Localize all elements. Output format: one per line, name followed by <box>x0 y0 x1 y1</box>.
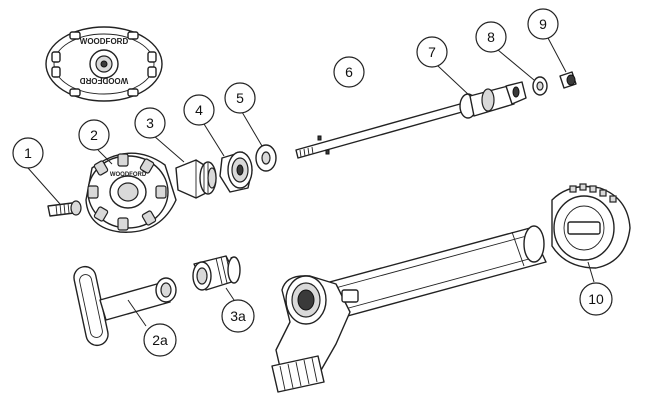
callout-4: 4 <box>183 94 215 126</box>
callout-6: 6 <box>333 56 365 88</box>
callout-5: 5 <box>224 82 256 114</box>
callout-4-label: 4 <box>195 102 203 118</box>
callout-1: 1 <box>12 137 44 169</box>
callout-2a: 2a <box>143 323 177 357</box>
callout-5-label: 5 <box>236 90 244 106</box>
part-1-screw <box>47 200 82 217</box>
callout-9: 9 <box>527 8 559 40</box>
leader-lines <box>27 37 595 327</box>
callout-8: 8 <box>475 21 507 53</box>
callout-10: 10 <box>579 282 613 316</box>
part-hydrant-body <box>271 225 547 393</box>
callout-8-label: 8 <box>487 29 495 45</box>
callout-3a: 3a <box>221 299 255 333</box>
callout-7-label: 7 <box>428 44 436 60</box>
callout-2-label: 2 <box>90 127 98 143</box>
callout-2: 2 <box>78 119 110 151</box>
part-4-bushing <box>219 151 253 193</box>
part-8-washer <box>532 76 548 96</box>
part-10-head-casting <box>551 183 631 269</box>
callout-2a-label: 2a <box>152 332 168 348</box>
callout-3a-label: 3a <box>230 308 246 324</box>
callout-9-label: 9 <box>539 16 547 32</box>
part-6-operating-rod <box>295 103 463 159</box>
callout-3-label: 3 <box>146 115 154 131</box>
part-3a-adapter-nut <box>192 255 241 291</box>
woodford-logo-medallion: WOODFORD WOODFORD <box>45 26 163 102</box>
logo-brand-text-top: WOODFORD <box>80 37 129 46</box>
part-9-screw <box>559 71 577 89</box>
part-2a-key-handle <box>73 265 177 347</box>
callout-10-label: 10 <box>588 291 604 307</box>
part-3-packing-nut <box>175 159 217 199</box>
knob-brand-text: WOODFORD <box>110 172 147 178</box>
part-7-plunger-assembly <box>459 81 527 119</box>
part-5-washer <box>255 144 277 172</box>
callout-7: 7 <box>416 36 448 68</box>
part-2-handle-knob: WOODFORD <box>85 152 177 233</box>
callout-1-label: 1 <box>24 145 32 161</box>
logo-brand-text-bottom: WOODFORD <box>80 76 129 85</box>
callout-6-label: 6 <box>345 64 353 80</box>
callout-3: 3 <box>134 107 166 139</box>
